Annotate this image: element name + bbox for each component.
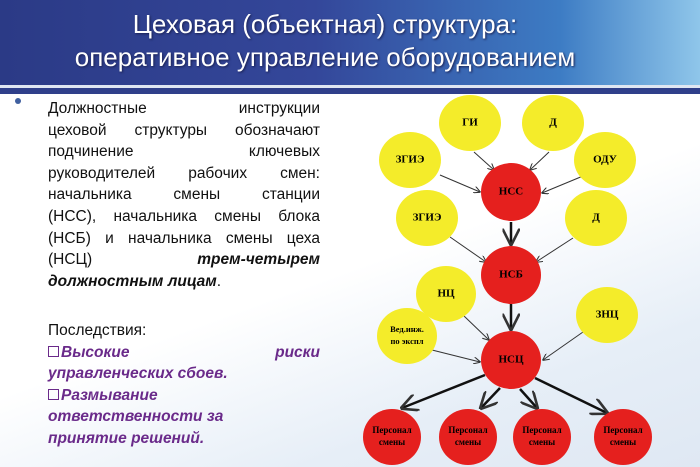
- node-label: НСС: [499, 186, 524, 198]
- node-d-2: Д: [565, 190, 627, 246]
- node-personnel-2: Персонал смены: [439, 409, 497, 465]
- node-d: Д: [522, 95, 584, 151]
- text-line: руководителей рабочих смен:: [48, 164, 320, 182]
- arrow: [463, 315, 489, 340]
- node-label: ОДУ: [593, 154, 617, 166]
- arrow: [402, 373, 486, 408]
- node-zgie-2: ЗГИЭ: [396, 190, 458, 246]
- checkbox-bullet-icon: [48, 388, 59, 400]
- text-line: цеховой структуры обозначают: [48, 121, 320, 139]
- node-nsb: НСБ: [481, 246, 541, 304]
- text-line: (НСБ) и начальника смены цеха: [48, 229, 320, 247]
- text-line: (НСС), начальника смены блока: [48, 207, 320, 225]
- slide-header: Цеховая (объектная) структура:оперативно…: [0, 0, 700, 85]
- node-label: Вед.инж.: [390, 324, 424, 334]
- nodes: ГИ Д ЗГИЭ ОДУ НСС ЗГИЭ Д НСБ НЦ ЗНЦ Вед.…: [363, 95, 652, 465]
- arrow: [536, 237, 574, 262]
- checkbox-bullet-icon: [48, 345, 59, 357]
- consequences-label: Последствия:: [48, 322, 147, 339]
- arrows: [431, 151, 584, 362]
- consequences: Последствия: Высокие риски управленчески…: [48, 320, 320, 450]
- node-label: НСБ: [499, 269, 523, 281]
- arrow: [431, 349, 480, 362]
- node-personnel-3: Персонал смены: [513, 409, 571, 465]
- text-line: (НСЦ) трем-четырем: [48, 249, 320, 271]
- text-line: должностным лицам.: [48, 271, 320, 293]
- slide-title: Цеховая (объектная) структура:оперативно…: [74, 9, 576, 72]
- emphasis-text: должностным лицам: [48, 272, 217, 290]
- node-label: по экспл: [390, 336, 423, 346]
- consequence-item: Размывание: [48, 385, 320, 407]
- node-label: НСЦ: [498, 354, 524, 366]
- emphasis-text: трем-четырем: [197, 251, 320, 269]
- node-label: НЦ: [437, 288, 455, 300]
- node-label: ЗГИЭ: [413, 212, 442, 224]
- node-label: Персонал: [603, 425, 642, 435]
- item-text: Высокие риски: [61, 343, 320, 361]
- bullet-icon: [15, 98, 21, 104]
- node-label: ГИ: [462, 117, 478, 129]
- node-personnel-4: Персонал смены: [594, 409, 652, 465]
- node-personnel-1: Персонал смены: [363, 409, 421, 465]
- node-label: Д: [549, 117, 557, 129]
- node-label: смены: [455, 437, 481, 447]
- arrow: [543, 331, 584, 360]
- node-label: смены: [379, 437, 405, 447]
- text-line: начальника смены станции: [48, 186, 320, 204]
- node-nsc: НСЦ: [481, 331, 541, 389]
- node-label: Персонал: [522, 425, 561, 435]
- arrow: [542, 175, 584, 193]
- node-zgie: ЗГИЭ: [379, 132, 441, 188]
- node-odu: ОДУ: [574, 132, 636, 188]
- item-text: ответственности за: [48, 408, 224, 426]
- text-fragment: (НСЦ): [48, 251, 93, 269]
- item-text: принятие решений.: [48, 429, 205, 447]
- header-divider-light: [0, 85, 700, 88]
- node-label: Персонал: [372, 425, 411, 435]
- node-label: смены: [529, 437, 555, 447]
- node-label: ЗГИЭ: [396, 154, 425, 166]
- arrow: [449, 236, 486, 262]
- item-text: управленческих сбоев.: [48, 365, 228, 383]
- node-label: смены: [610, 437, 636, 447]
- body-text: Должностные инструкции цеховой структуры…: [48, 98, 320, 292]
- item-text: Размывание: [61, 386, 158, 404]
- arrow: [530, 151, 550, 170]
- node-label: Персонал: [448, 425, 487, 435]
- text-line: подчинение ключевых: [48, 143, 320, 161]
- arrow: [519, 388, 537, 408]
- node-label: ЗНЦ: [596, 309, 619, 321]
- node-gi: ГИ: [439, 95, 501, 151]
- text-fragment: .: [216, 272, 222, 290]
- node-nss: НСС: [481, 163, 541, 221]
- arrow: [439, 174, 480, 192]
- arrow: [534, 376, 607, 413]
- node-label: Д: [592, 212, 600, 224]
- main-arrows: [402, 222, 607, 413]
- header-divider: [0, 88, 700, 94]
- text-line: Должностные инструкции: [48, 100, 320, 117]
- arrow: [473, 151, 494, 170]
- node-nc: НЦ: [416, 266, 476, 322]
- node-ved-inzh: Вед.инж. по экспл: [377, 308, 437, 364]
- consequence-item: Высокие риски: [48, 342, 320, 364]
- node-znc: ЗНЦ: [576, 287, 638, 343]
- arrow: [481, 387, 501, 408]
